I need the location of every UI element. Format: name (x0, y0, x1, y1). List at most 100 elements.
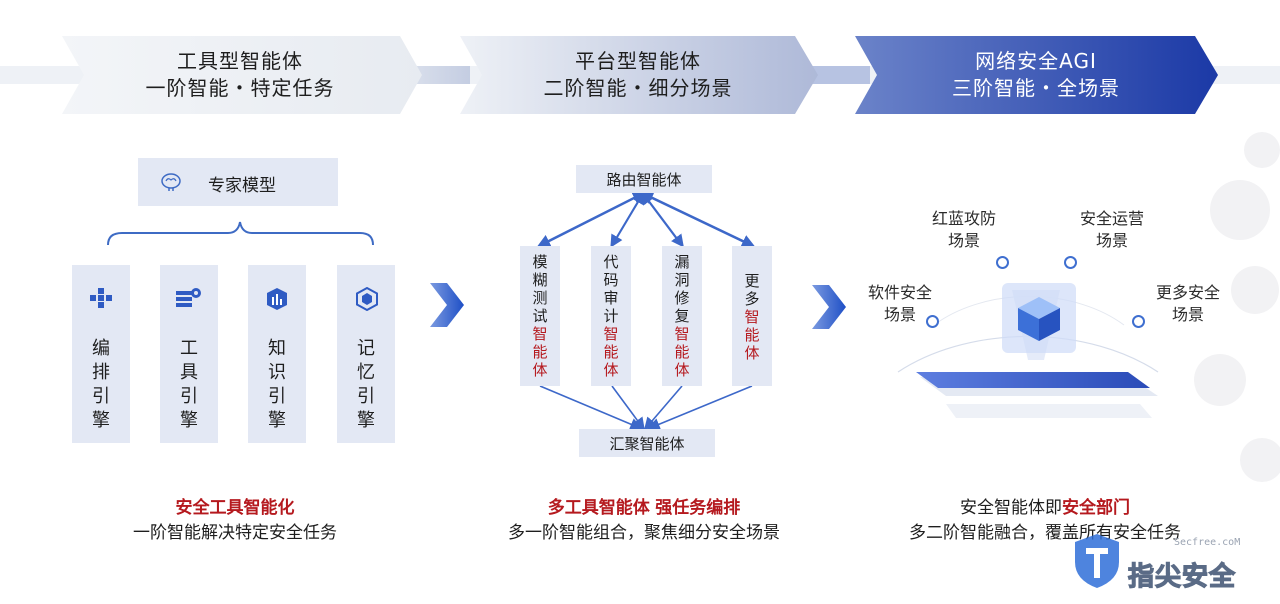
stage-3-caption: 安全智能体即安全部门 多二阶智能融合，覆盖所有安全任务 (880, 496, 1210, 546)
stage-2-caption-highlight-1: 多工具智能体 (547, 498, 650, 518)
scene-security-ops: 安全运营 场景 (1070, 208, 1154, 252)
agent-char: 体 (674, 361, 690, 379)
next-stage-arrow-1 (430, 283, 464, 327)
stage-3-caption-text: 多二阶智能融合，覆盖所有安全任务 (909, 523, 1181, 543)
stage-3-subtitle: 三阶智能・全场景 (952, 76, 1120, 100)
agent-card-vuln-repair: 漏 洞 修 复 智 能 体 (662, 246, 702, 386)
scene-label-line: 软件安全 (867, 283, 932, 302)
platform (916, 372, 1150, 388)
stage-3-title: 网络安全AGI (975, 49, 1097, 73)
engine-card-knowledge: 知 识 引 擎 (248, 265, 306, 443)
agent-char: 体 (532, 361, 548, 379)
engine-char: 工 (180, 338, 198, 359)
stage-2-banner: 平台型智能体 二阶智能・细分场景 (538, 48, 738, 102)
expert-model-box: 专家模型 (138, 158, 338, 206)
agent-char: 试 (532, 307, 548, 325)
scene-more: 更多安全 场景 (1146, 282, 1230, 326)
watermark-brand: 指尖安全 (1127, 561, 1237, 592)
agent-char: 糊 (532, 271, 548, 289)
engine-char: 擎 (268, 410, 286, 431)
stage-3-caption-prefix: 安全智能体即 (960, 498, 1062, 518)
engine-char: 具 (180, 362, 198, 383)
orchestration-icon (89, 287, 113, 313)
engine-char: 擎 (180, 410, 198, 431)
scene-label-line: 场景 (1171, 305, 1204, 324)
stage-2-caption-highlight-2: 强任务编排 (655, 498, 741, 518)
agent-char: 计 (603, 307, 619, 325)
watermark-url: Secfree.coM (1174, 537, 1241, 548)
stage-2-caption-text: 多一阶智能组合，聚焦细分安全场景 (508, 523, 780, 543)
stage-2-chevron (460, 36, 818, 114)
engine-char: 记 (357, 338, 375, 359)
engine-char: 引 (268, 386, 286, 407)
scene-label-line: 更多安全 (1155, 283, 1220, 302)
agent-char: 码 (603, 271, 619, 289)
memory-icon (355, 286, 379, 315)
agent-char: 复 (674, 307, 690, 325)
engine-char: 忆 (357, 362, 375, 383)
router-arrows (537, 191, 755, 248)
stage-2-title: 平台型智能体 (575, 49, 701, 73)
red-blue-icon (996, 256, 1009, 269)
stage-1-title: 工具型智能体 (177, 49, 303, 73)
agent-char: 体 (744, 344, 760, 362)
agent-char: 漏 (674, 253, 690, 271)
stage-3-banner: 网络安全AGI 三阶智能・全场景 (936, 48, 1136, 102)
agent-char: 审 (603, 289, 619, 307)
security-ops-icon (1064, 256, 1077, 269)
background-pattern (1194, 132, 1280, 482)
scene-red-blue: 红蓝攻防 场景 (922, 208, 1006, 252)
stage-1-caption: 安全工具智能化 一阶智能解决特定安全任务 (90, 496, 380, 546)
scene-label-line: 场景 (883, 305, 916, 324)
engine-card-orchestration: 编 排 引 擎 (72, 265, 130, 443)
expert-model-label: 专家模型 (208, 176, 276, 196)
stage-2-subtitle: 二阶智能・细分场景 (543, 76, 733, 100)
stage-3-caption-highlight: 安全部门 (1062, 498, 1130, 518)
scene-label-line: 场景 (1095, 231, 1128, 250)
engine-char: 擎 (357, 410, 375, 431)
router-agent-box: 路由智能体 (576, 165, 712, 193)
agent-char: 能 (744, 326, 760, 344)
agent-char: 体 (603, 361, 619, 379)
agent-char: 多 (744, 290, 760, 308)
aggregator-arrows (539, 385, 753, 431)
agent-char: 能 (674, 343, 690, 361)
engine-char: 知 (268, 338, 286, 359)
agent-card-code-audit: 代 码 审 计 智 能 体 (591, 246, 631, 386)
stage-2-caption: 多工具智能体 强任务编排 多一阶智能组合，聚焦细分安全场景 (484, 496, 804, 546)
knowledge-icon (266, 287, 288, 315)
stage-1-caption-text: 一阶智能解决特定安全任务 (133, 523, 337, 543)
agent-char: 修 (674, 289, 690, 307)
shield-logo-icon (1072, 532, 1122, 594)
scene-software-security: 软件安全 场景 (858, 282, 942, 326)
agent-char: 测 (532, 289, 548, 307)
stage-1-subtitle: 一阶智能・特定任务 (145, 76, 335, 100)
aggregator-agent-label: 汇聚智能体 (609, 435, 685, 453)
cube-icon (1018, 297, 1060, 341)
next-stage-arrow-2 (812, 285, 846, 329)
engine-card-tool: 工 具 引 擎 (160, 265, 218, 443)
engine-char: 擎 (92, 410, 110, 431)
stage-3-chevron (855, 36, 1218, 114)
agent-card-fuzzing: 模 糊 测 试 智 能 体 (520, 246, 560, 386)
engine-char: 引 (357, 386, 375, 407)
brace-connector (107, 221, 374, 246)
aggregator-agent-box: 汇聚智能体 (579, 429, 715, 457)
agent-card-more: 更 多 智 能 体 (732, 246, 772, 386)
more-scenes-icon (1132, 315, 1145, 328)
software-security-icon (926, 315, 939, 328)
router-agent-label: 路由智能体 (606, 171, 682, 189)
brain-icon (160, 171, 182, 193)
stage-1-chevron (62, 36, 422, 114)
engine-card-memory: 记 忆 引 擎 (337, 265, 395, 443)
agent-char: 智 (603, 325, 619, 343)
scene-label-line: 场景 (947, 231, 980, 250)
engine-char: 编 (92, 338, 110, 359)
agent-char: 能 (603, 343, 619, 361)
agent-char: 模 (532, 253, 548, 271)
agent-char: 智 (532, 325, 548, 343)
engine-char: 引 (92, 386, 110, 407)
agent-char: 洞 (674, 271, 690, 289)
scene-label-line: 安全运营 (1079, 209, 1144, 228)
